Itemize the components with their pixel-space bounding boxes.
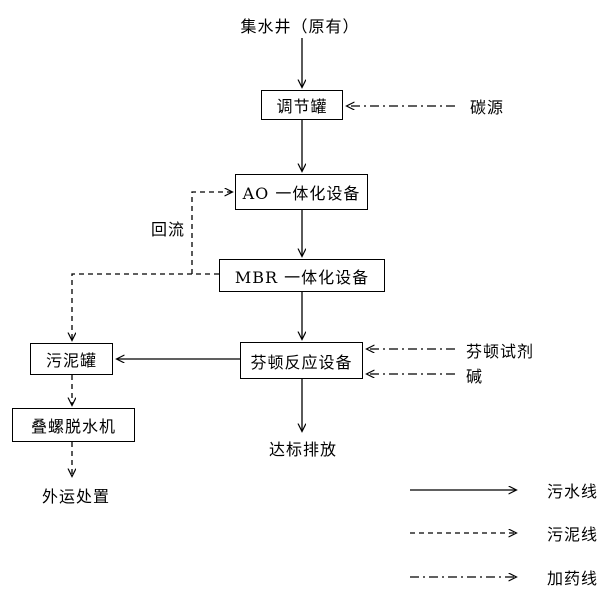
source-label: 集水井（原有）: [240, 17, 360, 36]
legend-dosing-line-label: 加药线: [547, 569, 599, 588]
node-screw-dewaterer: 叠螺脱水机: [12, 408, 135, 442]
fenton-reagent-label: 芬顿试剂: [466, 342, 535, 361]
node-sludge-tank: 污泥罐: [30, 343, 113, 375]
node-regulating-tank: 调节罐: [261, 90, 343, 120]
sludge-mbr-to-sludge-tank: [72, 273, 219, 340]
legend-sludge-line-label: 污泥线: [547, 525, 599, 544]
offsite-disposal-label: 外运处置: [41, 487, 111, 506]
node-fenton-unit: 芬顿反应设备: [240, 342, 363, 379]
reflux-label: 回流: [150, 220, 186, 239]
carbon-source-label: 碳源: [470, 98, 505, 117]
node-mbr-unit: MBR 一体化设备: [219, 259, 385, 292]
sludge-reflux-to-ao: [191, 192, 232, 274]
legend-sewage-line-label: 污水线: [547, 482, 599, 501]
node-ao-unit: AO 一体化设备: [235, 174, 368, 210]
discharge-label: 达标排放: [268, 440, 338, 459]
alkali-label: 碱: [466, 367, 484, 386]
